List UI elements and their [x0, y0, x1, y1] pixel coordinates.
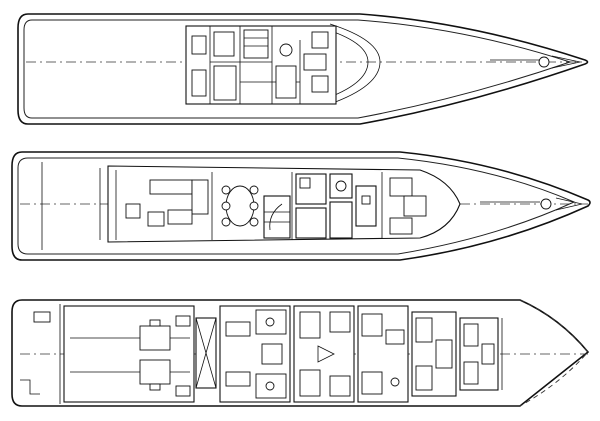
lower-deck-toilet	[265, 381, 275, 391]
lower-deck-engine-room	[63, 305, 195, 403]
lower-deck-fan-fixture	[317, 345, 335, 363]
lower-deck-engine-detail	[149, 383, 161, 391]
upper-deck-stair	[243, 29, 269, 59]
lower-deck-toilet	[390, 377, 400, 387]
upper-deck-helm-seat	[311, 75, 329, 93]
lower-deck-crew-bunk	[415, 317, 433, 343]
main-deck-galley-sink	[299, 177, 311, 189]
lower-deck-crew-bunk	[463, 361, 479, 385]
main-deck-plan	[11, 151, 591, 261]
main-deck-toilet	[335, 180, 347, 192]
upper-deck-helm-console	[303, 53, 327, 71]
main-deck-salon-sofa	[149, 179, 193, 195]
upper-deck-helm-seat	[311, 31, 329, 49]
main-deck-chart-table	[389, 217, 413, 235]
main-deck-anchor-winch	[540, 198, 552, 210]
main-deck-dining-chair	[221, 201, 231, 211]
main-deck-corridor	[355, 185, 377, 227]
upper-deck-windshield	[329, 23, 381, 105]
upper-deck-fixture	[279, 43, 293, 57]
lower-deck-plan	[11, 299, 590, 407]
upper-deck-windshield-inner	[321, 27, 369, 101]
main-deck-dining-chair	[221, 185, 231, 195]
lower-deck-generator	[175, 385, 191, 397]
main-deck-dining-chair	[249, 185, 259, 195]
upper-deck-bow-pulpit	[551, 55, 581, 69]
lower-deck-berth	[361, 371, 383, 395]
main-deck-salon-table	[167, 209, 193, 225]
lower-deck-port-engine	[139, 325, 171, 351]
lower-deck-berth	[299, 369, 321, 397]
lower-deck-head	[329, 311, 351, 333]
lower-deck-forepeak-dashed	[519, 299, 589, 407]
main-deck-salon-chair	[125, 203, 141, 219]
lower-deck-crew-head	[435, 339, 453, 369]
main-deck-crew-mess	[329, 201, 353, 239]
upper-deck-furniture	[213, 31, 235, 57]
lower-deck-berth	[361, 313, 383, 337]
lower-deck-head	[329, 375, 351, 397]
lower-deck-starboard-engine	[139, 359, 171, 385]
main-deck-salon-sofa	[191, 179, 209, 215]
lower-deck-berth	[299, 311, 321, 339]
lower-deck-engine-detail	[149, 319, 161, 327]
lower-deck-berth	[225, 321, 251, 337]
lower-deck-stair-mark	[20, 379, 40, 395]
main-deck-helm-console	[403, 195, 427, 217]
upper-deck-anchor-winch	[538, 56, 550, 68]
main-deck-dining-chair	[249, 201, 259, 211]
main-deck-inner-bulwark	[17, 157, 576, 255]
lower-deck-tank-cross	[195, 317, 217, 389]
upper-deck-furniture	[213, 65, 237, 101]
upper-deck-inner-bulwark	[23, 19, 572, 119]
upper-deck-furniture	[275, 65, 297, 99]
lower-deck-stair	[261, 343, 283, 365]
lower-deck-crew-bunk	[463, 323, 479, 347]
lower-deck-toilet	[265, 317, 275, 327]
lower-deck-generator	[175, 315, 191, 327]
main-deck-salon-chair	[147, 211, 165, 227]
upper-deck-furniture	[191, 69, 207, 97]
lower-deck-head	[385, 329, 405, 345]
main-deck-stair	[263, 195, 291, 239]
upper-deck-plan	[17, 13, 589, 125]
lower-deck-berth	[225, 371, 251, 387]
main-deck-fixture	[361, 195, 371, 205]
upper-deck-furniture	[191, 35, 207, 55]
main-deck-spiral-stair	[269, 203, 283, 231]
lower-deck-locker	[481, 343, 495, 365]
main-deck-dining-chair	[221, 217, 231, 227]
lower-deck-locker	[33, 311, 51, 323]
main-deck-bow-pulpit	[555, 197, 583, 211]
main-deck-pantry	[295, 207, 327, 239]
main-deck-wheelhouse-seat	[389, 177, 413, 197]
main-deck-dining-chair	[249, 217, 259, 227]
lower-deck-crew-bunk	[415, 365, 433, 391]
